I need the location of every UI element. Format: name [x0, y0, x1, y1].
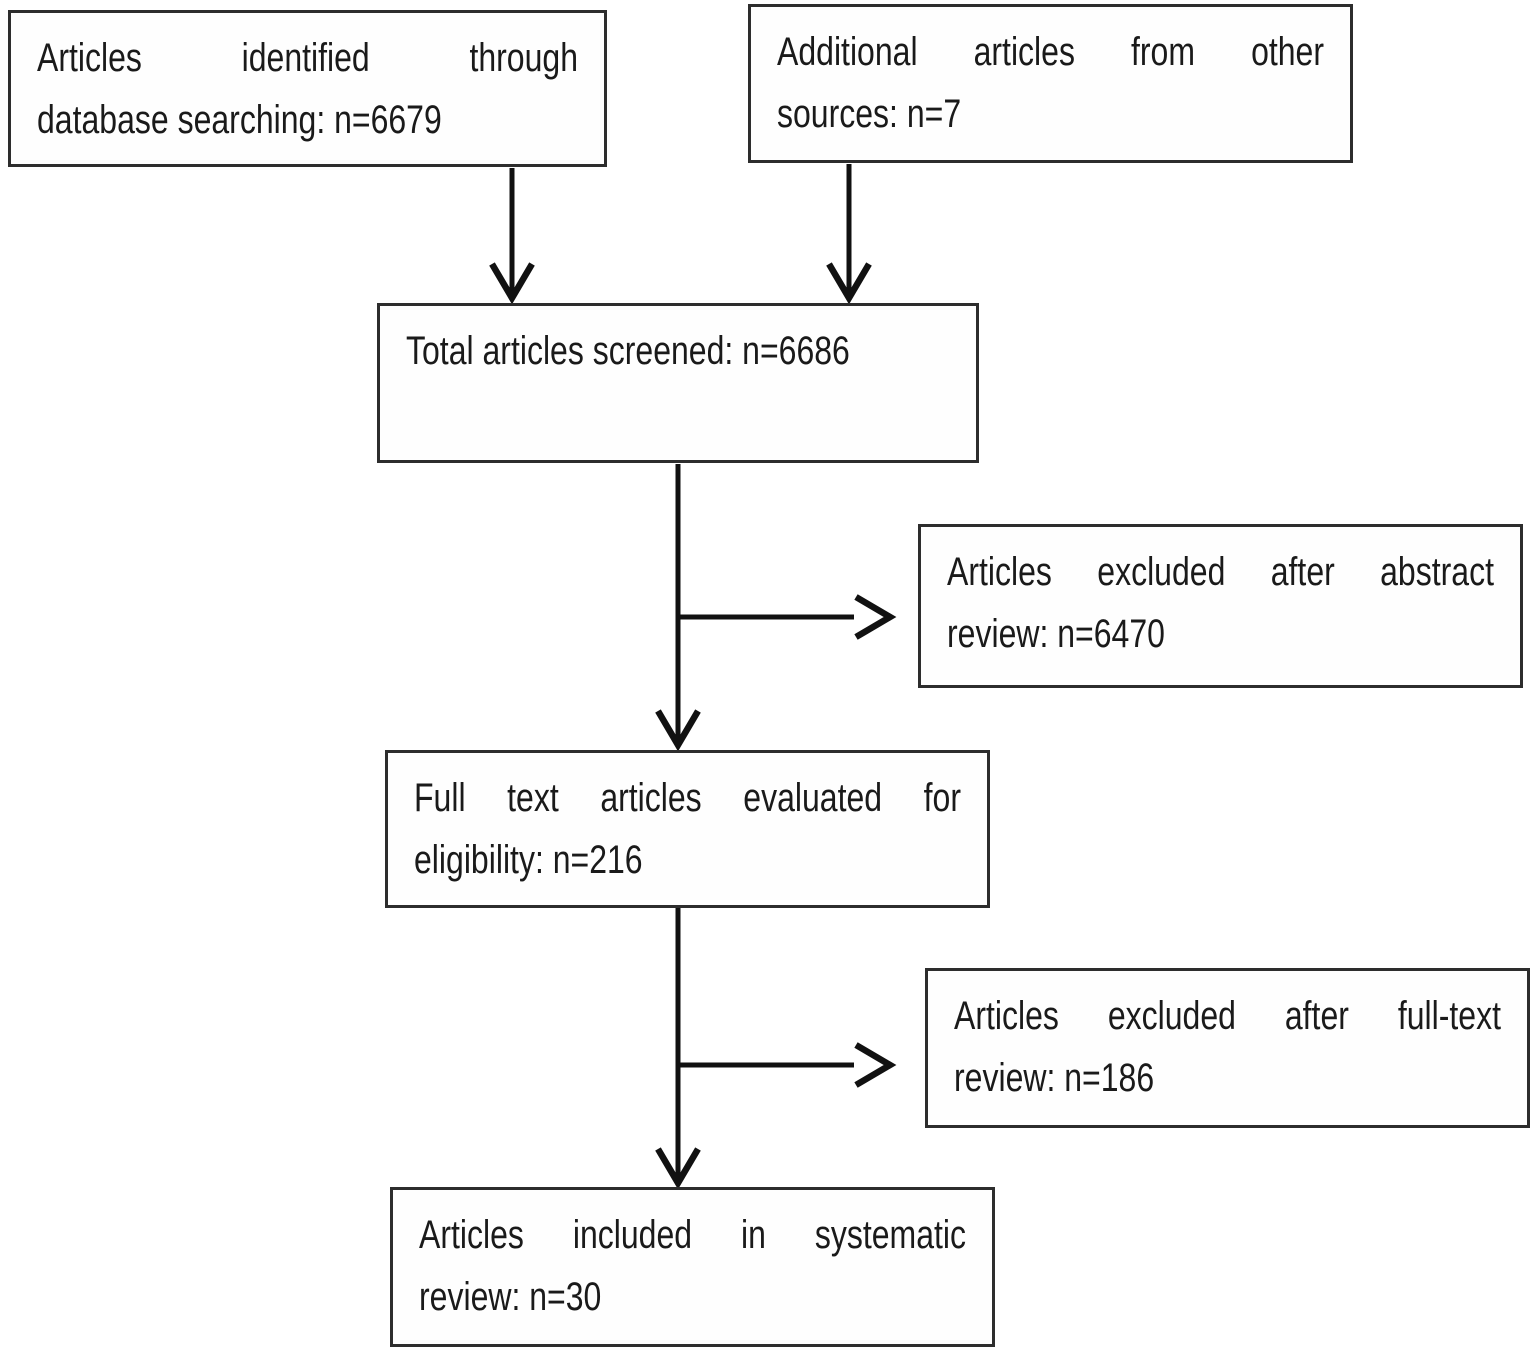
arrow-branch-excluded-abstract [678, 594, 897, 640]
arrow-fulltext-to-included [655, 908, 701, 1190]
box-total-screened-text: Total articles screened: n=6686 [406, 329, 850, 373]
arrow-additional-to-screened [826, 164, 872, 305]
arrow-identified-to-screened [489, 168, 535, 305]
arrow-branch-excluded-fulltext [678, 1042, 897, 1088]
arrow-screened-to-fulltext [655, 464, 701, 752]
box-total-screened: Total articles screened: n=6686 [377, 303, 979, 463]
